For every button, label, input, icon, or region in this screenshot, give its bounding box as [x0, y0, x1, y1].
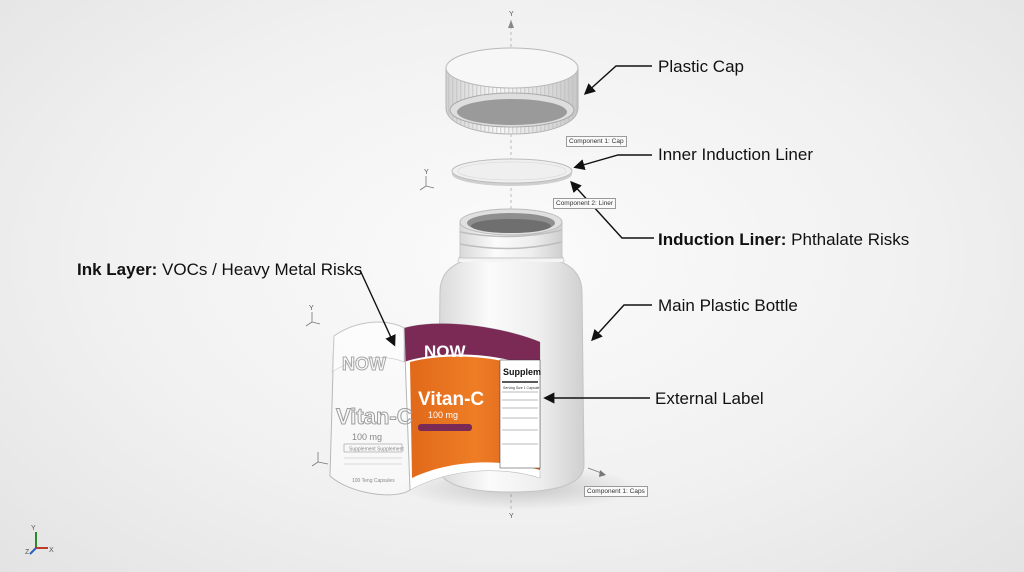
leader-induction-liner [570, 180, 654, 239]
axis-y-bottom-label: Y [509, 513, 514, 520]
back-label-product: Vitan-C [336, 404, 413, 429]
leader-inner-liner [573, 154, 652, 171]
triad-lower [311, 452, 329, 467]
plastic-cap [445, 47, 579, 135]
axis-y-top-label: Y [509, 11, 514, 18]
callout-induction-liner-bold: Induction Liner: [658, 230, 787, 249]
world-axis-gizmo [29, 532, 48, 555]
front-label-brand: NOW [424, 342, 467, 361]
back-label-supplement: Supplement Supplement [349, 447, 404, 453]
gizmo-y-label: Y [31, 525, 36, 532]
callout-ink-layer-bold: Ink Layer: [77, 260, 158, 279]
leader-main-bottle [591, 304, 652, 342]
leader-plastic-cap [583, 65, 652, 95]
gizmo-x-label: X [49, 547, 54, 554]
triad-left-y: Y [309, 305, 314, 312]
component-tag-cap: Component 1: Cap [566, 136, 627, 148]
front-label-panel-title: Supplem [503, 367, 541, 377]
component-tag-caps: Component 1: Caps [584, 486, 648, 498]
triad-upper-y: Y [424, 169, 429, 176]
external-label-front: NOW Vitan-C 100 mg Supplem Serving Size … [403, 323, 541, 491]
leader-ink-layer [359, 269, 396, 347]
back-label-brand: NOW [342, 354, 386, 374]
callout-external-label: External Label [655, 389, 764, 408]
triad-right-arrow [587, 467, 606, 477]
callout-induction-liner-rest: Phthalate Risks [786, 230, 910, 249]
triad-upper [419, 176, 435, 191]
front-label-product: Vitan-C [418, 389, 484, 410]
component-tag-liner: Component 2: Liner [553, 198, 617, 210]
callout-main-bottle: Main Plastic Bottle [658, 296, 798, 315]
induction-liner-disc [451, 158, 573, 186]
front-label-dose: 100 mg [428, 410, 458, 420]
callout-plastic-cap: Plastic Cap [658, 57, 744, 76]
back-label-count: 100 Teng Capsules [352, 478, 395, 484]
triad-left [305, 312, 321, 327]
front-label-panel-sub: Serving Size 1 Capsule [503, 386, 539, 390]
leader-lines [359, 65, 654, 404]
back-label-dose: 100 mg [352, 432, 382, 442]
callout-induction-liner: Induction Liner: Phthalate Risks [658, 231, 909, 248]
ink-layer-film: NOW Vitan-C 100 mg Supplement Supplement… [329, 321, 413, 496]
callout-inner-liner: Inner Induction Liner [658, 145, 813, 164]
callout-ink-layer-rest: VOCs / Heavy Metal Risks [157, 260, 363, 279]
callout-ink-layer: Ink Layer: VOCs / Heavy Metal Risks [77, 261, 362, 278]
gizmo-z-label: Z [25, 549, 30, 556]
